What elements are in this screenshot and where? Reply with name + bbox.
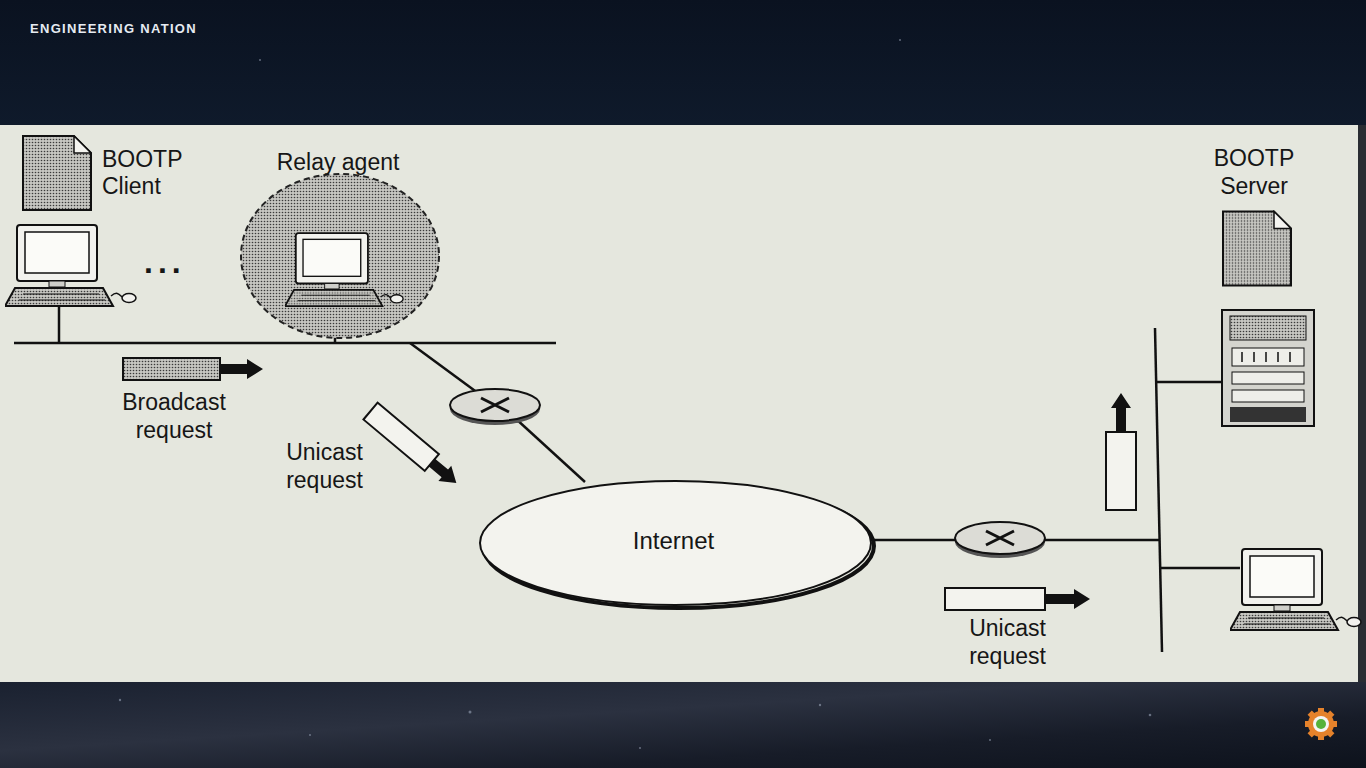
relay-agent-circle: Relay agent: [236, 148, 444, 342]
stars: [119, 39, 1151, 749]
lan-drop: [1160, 567, 1240, 570]
unicast-arrow-up: [1106, 393, 1136, 510]
document-icon: [23, 136, 91, 210]
server-rack: [1222, 310, 1314, 426]
internet-ellipse: Internet: [477, 478, 874, 608]
wan-link: [410, 343, 482, 396]
unicast-arrow: [945, 588, 1090, 610]
document-icon: [1223, 212, 1291, 286]
server-lan-wires: [866, 328, 1240, 652]
bottom-bar: [0, 682, 1366, 768]
dashed-circle: [241, 174, 439, 338]
lan-drop: [58, 306, 61, 343]
server-side-computer: [1230, 549, 1361, 630]
arrow-label: Unicast request: [945, 614, 1070, 670]
lan-bus: [1155, 328, 1162, 652]
top-bar: [0, 0, 1366, 125]
node-label: Relay agent: [236, 149, 440, 176]
node-label: Internet: [477, 527, 870, 555]
node-outline: [236, 148, 444, 342]
lan-bus: [14, 342, 556, 345]
node-label: BOOTP Client: [102, 146, 202, 200]
relay-computer: [285, 233, 403, 306]
client-document: BOOTP Client: [18, 133, 206, 213]
paper: [0, 125, 1366, 682]
broadcast-arrow: [123, 358, 263, 380]
unicast-arrow: [363, 403, 463, 492]
router-symbol: [450, 389, 540, 425]
channel-watermark: ENGINEERING NATION: [30, 20, 290, 38]
node-label: BOOTP Server: [1192, 144, 1316, 200]
arrow-label: Unicast request: [262, 438, 387, 494]
wan-link: [515, 418, 585, 482]
logo-gear: [1305, 708, 1337, 740]
ellipsis-dots: ...: [144, 244, 224, 280]
paper-edge: [1358, 125, 1366, 682]
lan-drop: [1157, 381, 1222, 384]
client-computer: [5, 225, 136, 306]
arrow-label: Broadcast request: [94, 388, 254, 444]
server-document: BOOTP Server: [1192, 142, 1320, 290]
router-symbol: [955, 522, 1045, 558]
wan-link: [866, 539, 958, 542]
wan-link: [1043, 539, 1159, 542]
